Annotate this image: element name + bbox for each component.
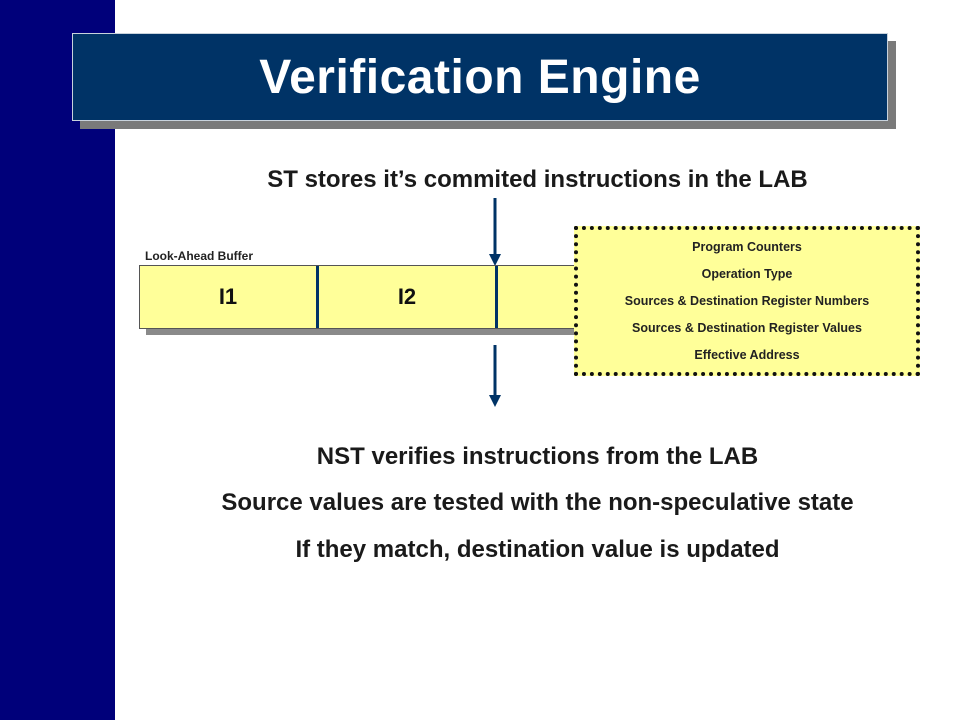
lab-slot-3	[498, 266, 578, 328]
nst-arrow	[489, 345, 501, 407]
title-banner: Verification Engine	[72, 33, 888, 121]
slide-title: Verification Engine	[259, 50, 701, 104]
st-caption: ST stores it’s commited instructions in …	[267, 166, 808, 193]
field-effective-address: Effective Address	[694, 347, 800, 362]
lab-divider-1	[316, 266, 319, 328]
st-arrow	[489, 198, 501, 266]
nst-line-2: Source values are tested with the non-sp…	[221, 489, 854, 516]
lab-entry-fields-box: Program Counters Operation Type Sources …	[574, 226, 920, 376]
field-register-numbers: Sources & Destination Register Numbers	[624, 293, 870, 308]
field-register-values: Sources & Destination Register Values	[632, 320, 862, 335]
lab-slot-1: I1	[218, 284, 238, 309]
lab-slot-2: I2	[397, 284, 417, 309]
look-ahead-buffer: I1 I2	[139, 265, 579, 329]
nst-line-3: If they match, destination value is upda…	[295, 536, 780, 563]
nst-line-1: NST verifies instructions from the LAB	[316, 443, 759, 470]
lab-label: Look-Ahead Buffer	[145, 249, 253, 263]
field-operation-type: Operation Type	[701, 267, 793, 282]
lab-divider-2	[495, 266, 498, 328]
field-program-counters: Program Counters	[692, 240, 802, 255]
